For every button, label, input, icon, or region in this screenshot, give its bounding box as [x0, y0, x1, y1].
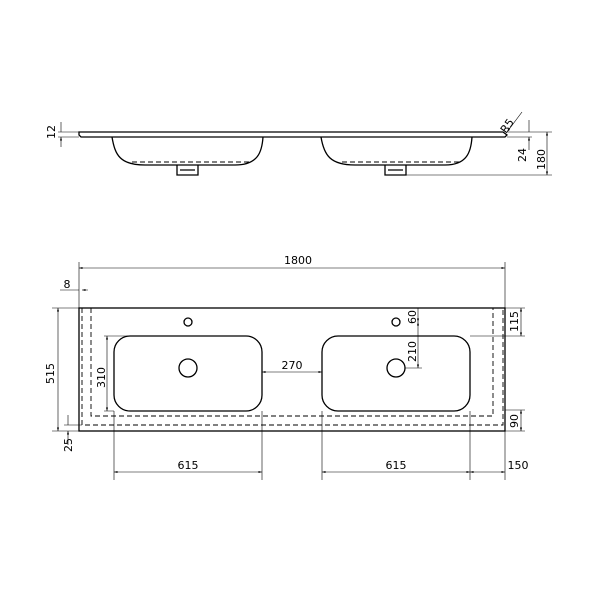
dim-basin-width-left: 615 [178, 459, 199, 472]
countertop-outline [78, 307, 506, 432]
tap-hole-right [391, 317, 401, 327]
dim-total-height: 180 [535, 149, 548, 170]
dim-basin-width-right: 615 [386, 459, 407, 472]
side-view: 12 R5 24 180 [45, 111, 552, 176]
top-view: 1800 8 515 25 310 270 60 210 115 90 615 [44, 254, 529, 480]
basin-left [113, 335, 263, 412]
dim-basin-depth: 310 [95, 367, 108, 388]
dim-slab-thickness: 12 [45, 125, 58, 139]
drain-hole-right [386, 358, 406, 378]
countertop-slab [78, 131, 508, 138]
dim-depth: 515 [44, 363, 57, 384]
dim-tap-offset: 60 [406, 310, 419, 324]
dim-total-width: 1800 [284, 254, 312, 267]
dim-edge-offset: 8 [64, 278, 71, 291]
dim-front-margin: 90 [508, 414, 521, 428]
basin-left-profile [111, 136, 264, 166]
basin-right [321, 335, 471, 412]
dim-side-margin: 150 [508, 459, 529, 472]
basin-right-profile [320, 136, 473, 166]
drain-hole-left [178, 358, 198, 378]
dim-back-margin: 115 [508, 311, 521, 332]
tap-hole-left [183, 317, 193, 327]
dim-front-offset: 25 [62, 438, 75, 452]
dim-edge-height: 24 [516, 148, 529, 162]
drain-left [176, 165, 199, 176]
drain-right [384, 165, 407, 176]
dim-radius: R5 [498, 116, 517, 135]
dim-tap-to-drain: 210 [406, 341, 419, 362]
dim-basin-gap: 270 [282, 359, 303, 372]
